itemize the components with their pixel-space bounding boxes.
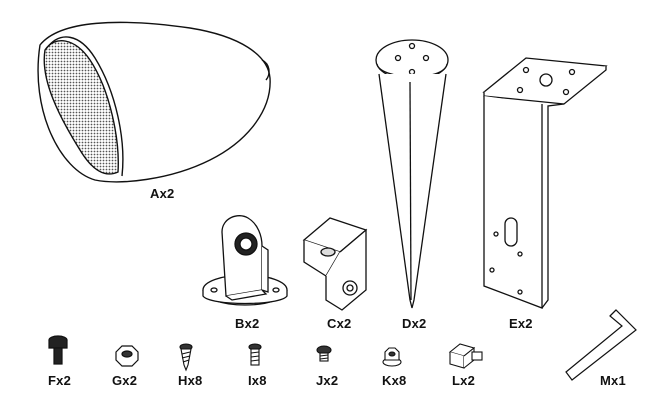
part-label-d: Dx2 (402, 316, 427, 331)
part-label-j: Jx2 (316, 373, 339, 388)
part-label-c: Cx2 (327, 316, 352, 331)
clip-block-drawing (448, 343, 483, 369)
swivel-bracket-drawing (302, 217, 368, 311)
part-label-k: Kx8 (382, 373, 407, 388)
speaker-housing-drawing (37, 21, 271, 183)
hex-nut-drawing (115, 345, 139, 367)
machine-screw-drawing (248, 343, 262, 366)
wood-screw-drawing (179, 343, 193, 372)
part-label-m: Mx1 (600, 373, 626, 388)
flange-nut-drawing (382, 347, 402, 367)
part-label-b: Bx2 (235, 316, 260, 331)
ground-stake-drawing (375, 39, 449, 309)
wall-bracket-drawing (482, 57, 608, 309)
hex-key-wrench-drawing (565, 309, 637, 381)
part-label-f: Fx2 (48, 373, 72, 388)
part-label-a: Ax2 (150, 186, 175, 201)
part-label-e: Ex2 (509, 316, 533, 331)
part-label-l: Lx2 (452, 373, 476, 388)
part-label-g: Gx2 (112, 373, 138, 388)
pan-head-screw-drawing (316, 345, 332, 362)
part-label-h: Hx8 (178, 373, 203, 388)
yoke-base-mount-drawing (202, 215, 288, 306)
hex-socket-bolt-drawing (48, 335, 68, 365)
part-label-i: Ix8 (248, 373, 267, 388)
